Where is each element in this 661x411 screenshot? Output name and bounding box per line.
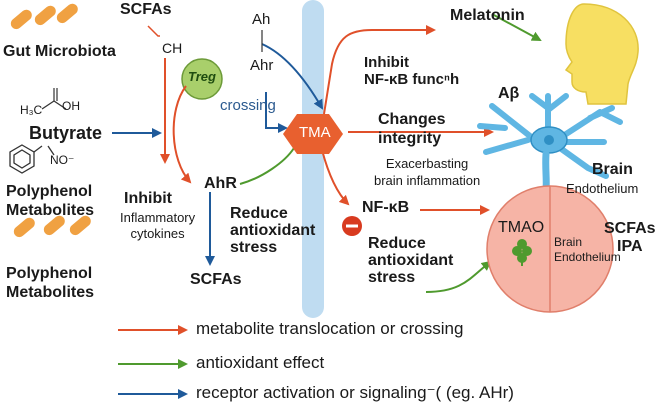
chem-formula-label: H₃C <box>20 103 43 117</box>
tma-label: TMA <box>299 124 331 141</box>
brain-label: Brain <box>592 161 633 178</box>
polyphenol-label-1: Polyphenol Metabolites <box>6 183 95 220</box>
changes-integrity-label: Changes integrity <box>378 111 446 148</box>
crossing-label: crossing <box>220 97 276 114</box>
arrow-to-melatonin-green <box>491 13 542 41</box>
inhibit-label: Inhibit <box>124 190 172 207</box>
arrow-ahr-to-tma-blue <box>265 92 288 133</box>
arrow-tma-to-nfkb <box>321 149 350 206</box>
melatonin-label: Melatonin <box>450 7 525 24</box>
pill-capsule-icon <box>10 3 78 30</box>
arrow-tma-to-melatonin <box>323 25 436 115</box>
arrow-antiox-to-tmao-green <box>425 260 492 293</box>
nfkb-label: NF-κB <box>362 199 410 216</box>
reduce-antioxidant-left-label: Reduce antioxidant stress <box>230 205 316 256</box>
reduce-antioxidant-right-label: Reduce antioxidant stress <box>368 235 454 286</box>
arrow-ahr-to-tma-green <box>239 147 295 185</box>
benzene-ring-icon <box>9 144 55 174</box>
polyphenol-label-2: Polyphenol Metabolites <box>6 265 95 302</box>
treg-cell <box>181 58 223 100</box>
exacerbating-label: Exacerbasting brain inflammation <box>374 156 481 188</box>
gut-microbiota-label: Gut Microbiota <box>3 43 116 60</box>
no-label: NO⁻ <box>50 153 75 167</box>
scfas-top-label: SCFAs <box>120 1 172 18</box>
barrier-bar <box>302 0 324 318</box>
abeta-label: Aβ <box>498 85 520 102</box>
arrow-treg-to-ahr <box>172 85 192 184</box>
scfas-bottom-label: SCFAs <box>190 271 242 288</box>
ch-label: CH <box>162 40 183 56</box>
arrow-ah-to-tma <box>261 43 324 110</box>
legend-label-antioxidant: antioxidant effect <box>196 353 325 372</box>
acid-structure <box>41 88 67 110</box>
treg-label: Treg <box>188 69 216 84</box>
legend-label-receptor: receptor activation or signaling⁻( (eg. … <box>196 383 514 402</box>
clover-icon <box>512 239 532 266</box>
ch-bracket <box>147 25 160 37</box>
endothelium-label: Endothelium <box>566 181 639 196</box>
ahr-mid-label: Ahr <box>250 57 274 74</box>
brain-endothelium-circle-label: Brain Endothelium <box>554 235 621 264</box>
head-profile-icon <box>564 3 639 105</box>
scfas-ipa-label: SCFAs IPA <box>604 220 656 255</box>
butyrate-label: Butyrate <box>29 123 103 143</box>
ahr-upper-label: AhR <box>204 175 237 192</box>
oh-label: OH <box>62 99 80 113</box>
minus-icon <box>342 216 362 236</box>
tmao-label: TMAO <box>498 219 545 236</box>
inflammatory-cytokines-label: Inflammatory cytokines <box>120 210 196 241</box>
pill-capsule-icon <box>13 215 91 238</box>
ah-label: Ah <box>252 11 271 28</box>
legend-label-translocation: metabolite translocation or crossing <box>196 319 464 338</box>
inhibit-nfkb-label: Inhibit NF-κB funcⁿh <box>364 54 460 89</box>
tma-hexagon <box>283 114 343 154</box>
